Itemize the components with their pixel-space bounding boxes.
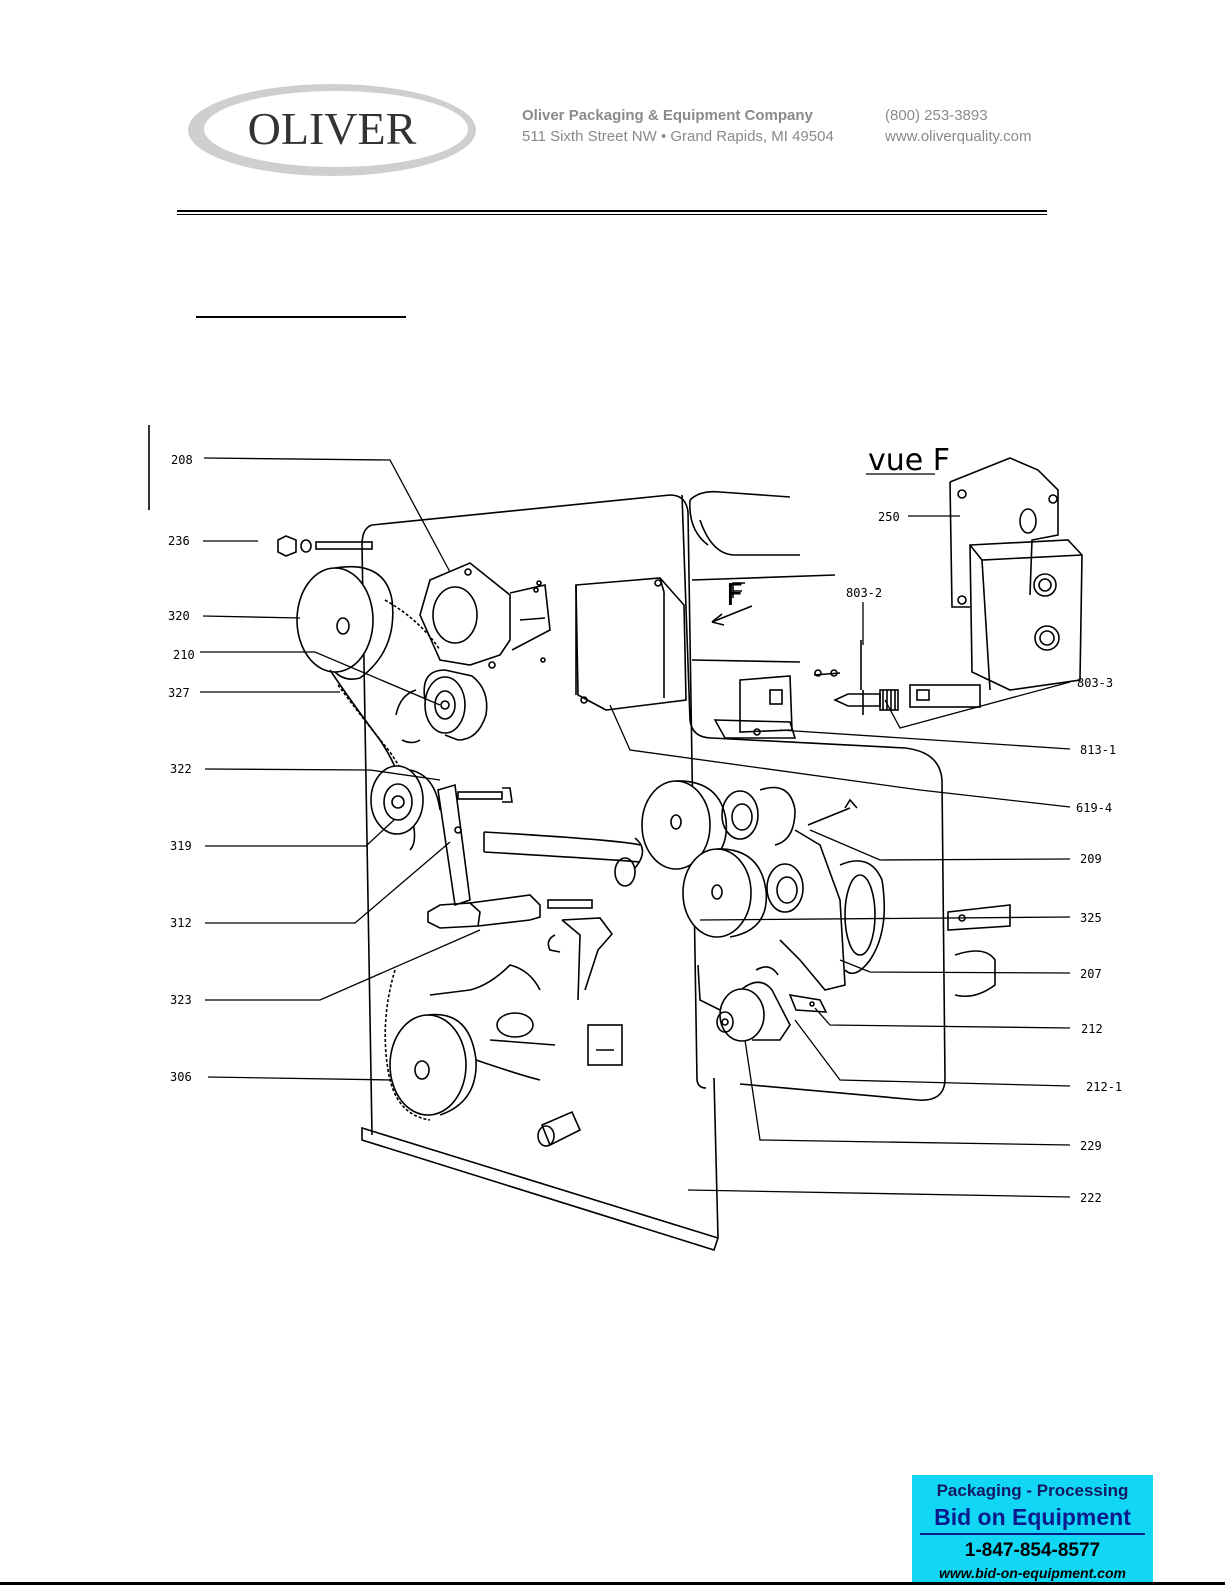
ad-divider — [920, 1533, 1145, 1535]
part-label-619-4: 619-4 — [1076, 801, 1112, 815]
part-label-222: 222 — [1080, 1191, 1102, 1205]
part-label-212: 212 — [1081, 1022, 1103, 1036]
ad-tagline: Packaging - Processing — [936, 1481, 1129, 1500]
part-label-325: 325 — [1080, 911, 1102, 925]
company-block: Oliver Packaging & Equipment Company 511… — [522, 105, 834, 147]
website-link[interactable]: www.oliverquality.com — [885, 128, 1032, 145]
page-bottom-border — [0, 1582, 1225, 1585]
part-label-209: 209 — [1080, 852, 1102, 866]
ad-website[interactable]: www.bid-on-equipment.com — [939, 1565, 1126, 1581]
bid-on-equipment-ad[interactable]: Packaging - Processing Bid on Equipment … — [912, 1475, 1153, 1585]
part-label-803-2: 803-2 — [846, 586, 882, 600]
header-divider-thin — [177, 214, 1047, 215]
part-label-229: 229 — [1080, 1139, 1102, 1153]
part-label-322: 322 — [170, 762, 192, 776]
arrow-f-letter: F — [726, 578, 743, 613]
part-label-212-1: 212-1 — [1086, 1080, 1122, 1094]
view-f-label: vue F — [868, 443, 950, 478]
part-label-323: 323 — [170, 993, 192, 1007]
contact-block: (800) 253-3893 www.oliverquality.com — [885, 105, 1031, 147]
company-address: 511 Sixth Street NW • Grand Rapids, MI 4… — [522, 128, 834, 145]
logo-text: OLIVER — [248, 103, 417, 154]
title-underline — [196, 316, 406, 318]
company-name: Oliver Packaging & Equipment Company — [522, 107, 813, 124]
ad-title: Bid on Equipment — [934, 1504, 1131, 1530]
part-label-250: 250 — [878, 510, 900, 524]
phone-number: (800) 253-3893 — [885, 107, 988, 124]
oliver-logo: OLIVER — [188, 84, 476, 176]
part-label-208: 208 — [171, 453, 193, 467]
part-label-207: 207 — [1080, 967, 1102, 981]
part-label-236: 236 — [168, 534, 190, 548]
part-label-320: 320 — [168, 609, 190, 623]
part-label-312: 312 — [170, 916, 192, 930]
part-label-327: 327 — [168, 686, 190, 700]
part-label-210: 210 — [173, 648, 195, 662]
part-label-306: 306 — [170, 1070, 192, 1084]
part-label-319: 319 — [170, 839, 192, 853]
header-divider — [177, 210, 1047, 212]
ad-phone: 1-847-854-8577 — [964, 1540, 1101, 1561]
part-label-813-1: 813-1 — [1080, 743, 1116, 757]
letterhead: OLIVER Oliver Packaging & Equipment Comp… — [0, 0, 1225, 220]
part-label-803-3: 803-3 — [1077, 676, 1113, 690]
